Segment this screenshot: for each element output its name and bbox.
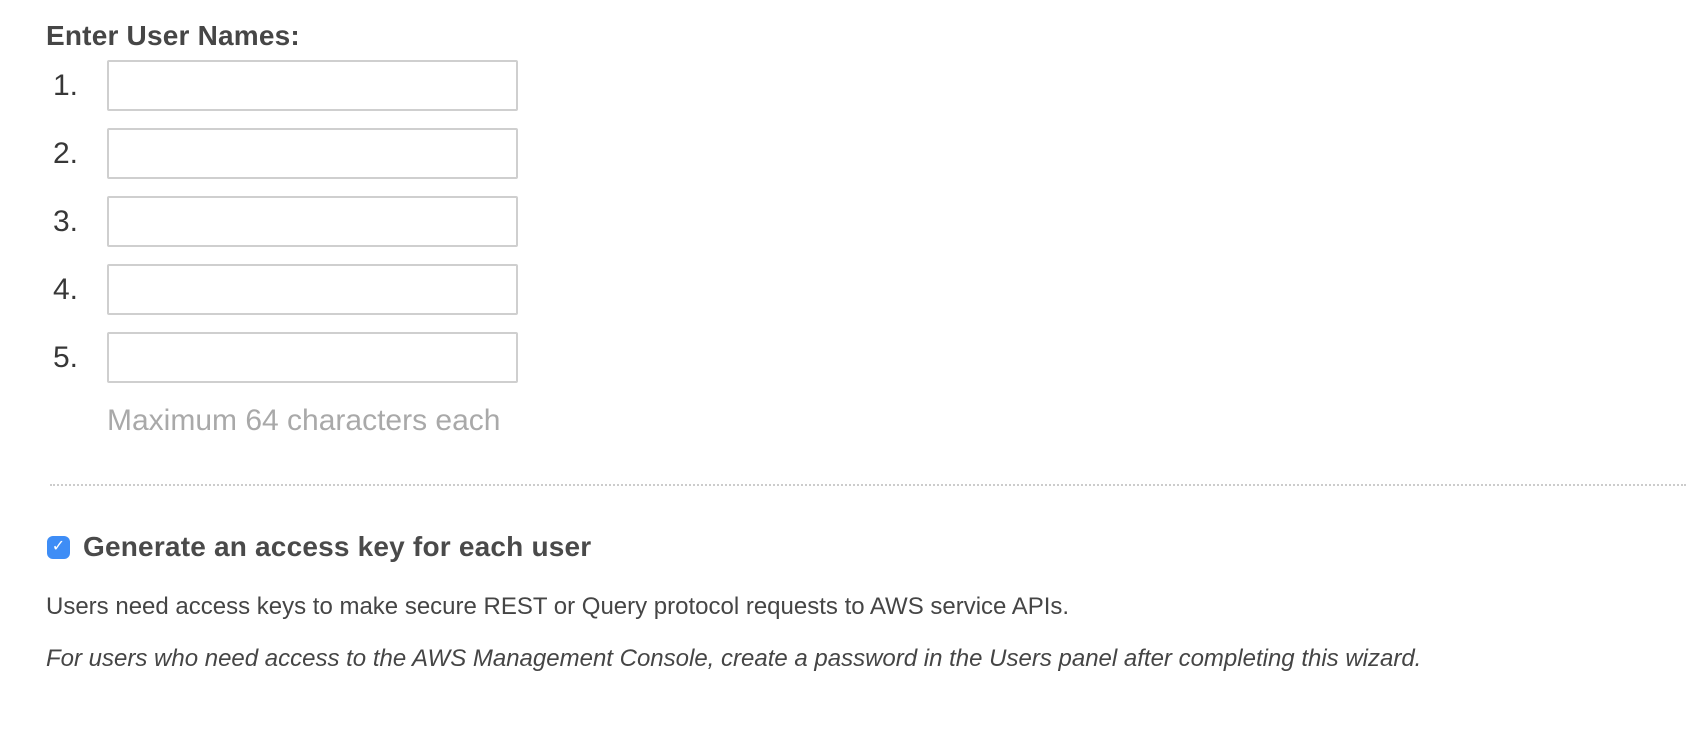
user-name-rows: 1. 2. 3. 4. 5. xyxy=(46,60,518,400)
row-number-5: 5. xyxy=(52,340,78,374)
user-name-row-3: 3. xyxy=(46,196,518,247)
user-name-row-2: 2. xyxy=(46,128,518,179)
user-name-input-1[interactable] xyxy=(107,60,518,111)
console-password-note: For users who need access to the AWS Man… xyxy=(46,645,1422,672)
row-number-1: 1. xyxy=(52,68,78,102)
user-name-input-5[interactable] xyxy=(107,332,518,383)
user-name-input-3[interactable] xyxy=(107,196,518,247)
user-name-row-5: 5. xyxy=(46,332,518,383)
user-name-row-4: 4. xyxy=(46,264,518,315)
user-name-input-4[interactable] xyxy=(107,264,518,315)
section-divider xyxy=(50,484,1686,486)
row-number-3: 3. xyxy=(52,204,78,238)
access-key-description: Users need access keys to make secure RE… xyxy=(46,593,1070,620)
user-name-row-1: 1. xyxy=(46,60,518,111)
generate-access-key-checkbox[interactable]: ✓ xyxy=(47,535,70,559)
generate-access-key-row: ✓ Generate an access key for each user xyxy=(47,531,591,563)
max-characters-hint: Maximum 64 characters each xyxy=(107,404,501,437)
row-number-4: 4. xyxy=(52,272,78,306)
row-number-2: 2. xyxy=(52,136,78,170)
user-name-input-2[interactable] xyxy=(107,128,518,179)
enter-user-names-heading: Enter User Names: xyxy=(46,20,300,51)
generate-access-key-label[interactable]: Generate an access key for each user xyxy=(83,531,592,562)
checkmark-icon: ✓ xyxy=(51,536,66,555)
